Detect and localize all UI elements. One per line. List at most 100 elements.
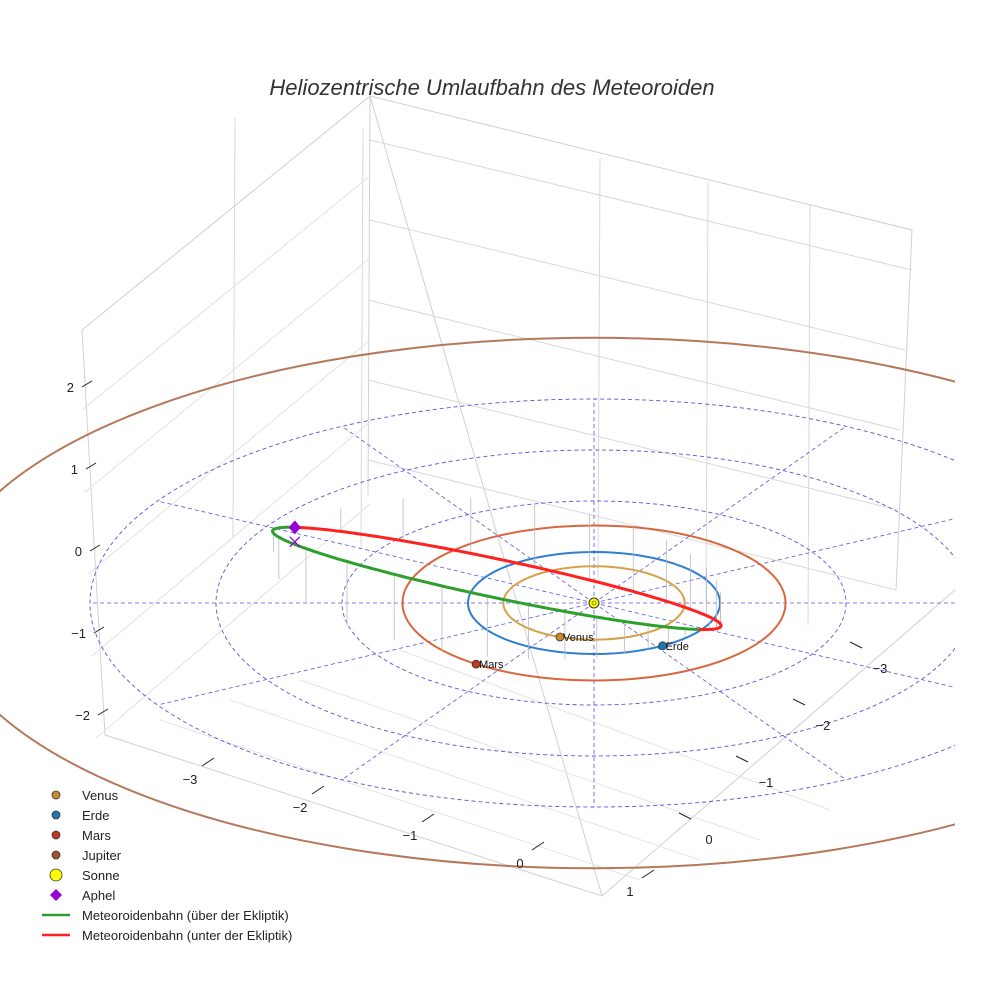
chart-title: Heliozentrische Umlaufbahn des Meteoroid… — [269, 75, 714, 100]
grid-vertical-4 — [807, 204, 811, 626]
legend-item-1: Erde — [51, 808, 109, 823]
z-tick-label-1: 1 — [71, 462, 78, 477]
z-tick-mark-0 — [89, 544, 101, 552]
legend-marker-dot — [51, 810, 61, 820]
aphel-marker — [288, 520, 301, 535]
legend-item-2: Mars — [51, 828, 111, 843]
planet-erde — [658, 641, 667, 651]
legend-item-0: Venus — [51, 788, 119, 803]
y-tick-mark--3 — [849, 641, 863, 649]
grid-side-3 — [91, 421, 371, 657]
grid-back-1 — [369, 219, 906, 351]
grid-floor-3 — [399, 649, 831, 811]
x-tick-mark-1 — [641, 869, 655, 879]
ecliptic-radial-10 — [593, 602, 847, 781]
legend-label: Jupiter — [82, 848, 122, 863]
legend-item-7: Meteoroidenbahn (unter der Ekliptik) — [42, 928, 292, 943]
y-tick-mark--1 — [735, 755, 749, 763]
label-erde: Erde — [666, 641, 689, 653]
grid-vertical-2 — [597, 157, 601, 579]
planet-mars — [471, 659, 481, 669]
ecliptic-radial-4 — [341, 425, 595, 604]
grid-side-0 — [81, 175, 371, 411]
z-tick-mark-2 — [81, 380, 93, 388]
meteoroid-orbit-below-0 — [294, 525, 723, 632]
orbit-mars — [401, 524, 787, 682]
sun — [588, 597, 600, 609]
grid-floor-1 — [229, 699, 701, 861]
label-venus: Venus — [563, 632, 594, 644]
y-tick-label--2: −2 — [816, 718, 831, 733]
y-tick-mark-0 — [678, 812, 692, 820]
grid-back-3 — [367, 379, 899, 511]
x-tick-mark--3 — [201, 757, 215, 767]
orbits-layer — [0, 336, 955, 870]
legend-label: Mars — [82, 828, 111, 843]
grid-back-0 — [369, 139, 913, 271]
z-tick-mark-1 — [85, 462, 97, 470]
grid-vertical-0 — [232, 117, 236, 539]
box-edge-2 — [895, 229, 913, 591]
y-tick-label--3: −3 — [873, 661, 888, 676]
orbit-venus — [502, 565, 686, 641]
ecliptic-radial-11 — [593, 602, 955, 688]
legend-label: Erde — [82, 808, 109, 823]
ecliptic-radial-5 — [157, 500, 595, 604]
box-edge-4 — [367, 95, 371, 496]
z-tick-label-2: 2 — [67, 380, 74, 395]
grid-side-2 — [87, 339, 371, 575]
ecliptic-radial-1 — [593, 518, 955, 604]
grid-vertical-3 — [705, 181, 709, 603]
box-edge-1 — [369, 95, 913, 231]
ecliptic-radial-2 — [593, 425, 847, 604]
legend-label: Aphel — [82, 888, 115, 903]
z-tick-mark--1 — [93, 626, 105, 634]
legend-marker-bigdot — [49, 868, 63, 882]
x-tick-label-0: 0 — [516, 856, 523, 871]
box-edge-0 — [81, 95, 371, 331]
box-edge-5 — [369, 95, 603, 897]
ecliptic-grid — [89, 398, 955, 808]
axis-box-gridlines — [81, 95, 956, 897]
legend-marker-diamond — [50, 889, 62, 901]
legend-item-5: Aphel — [50, 888, 115, 903]
planet-venus — [555, 632, 565, 642]
z-tick-label--1: −1 — [71, 626, 86, 641]
legend-item-3: Jupiter — [51, 848, 122, 863]
label-mars: Mars — [479, 659, 504, 671]
z-tick-mark--2 — [97, 708, 109, 716]
legend-label: Meteoroidenbahn (unter der Ekliptik) — [82, 928, 292, 943]
grid-side-1 — [84, 257, 371, 493]
x-tick-mark-0 — [531, 841, 545, 851]
box-edge-6 — [104, 734, 603, 897]
legend-marker-dot — [51, 850, 61, 860]
sun-core — [591, 600, 597, 606]
ecliptic-radial-8 — [341, 602, 595, 781]
grid-side-4 — [95, 503, 371, 739]
legend-item-4: Sonne — [49, 868, 120, 883]
legend-label: Meteoroidenbahn (über der Ekliptik) — [82, 908, 289, 923]
x-tick-mark--2 — [311, 785, 325, 795]
legend-marker-dot — [51, 790, 61, 800]
z-tick-label-0: 0 — [75, 544, 82, 559]
aphel-projection-x — [289, 536, 301, 548]
legend: VenusErdeMarsJupiterSonneAphelMeteoroide… — [42, 788, 292, 943]
y-tick-mark--2 — [792, 698, 806, 706]
z-tick-label--2: −2 — [75, 708, 90, 723]
ecliptic-radial-7 — [157, 602, 595, 706]
grid-floor-0 — [159, 719, 641, 881]
grid-back-4 — [367, 459, 897, 591]
x-tick-label--1: −1 — [403, 828, 418, 843]
y-tick-label-0: 0 — [705, 832, 712, 847]
legend-marker-dot — [51, 830, 61, 840]
grid-floor-2 — [299, 679, 761, 841]
grid-vertical-1 — [360, 127, 364, 549]
x-tick-mark--1 — [421, 813, 435, 823]
axis-ticks: 210−1−2−3−2−101−3−2−10 — [67, 380, 888, 899]
legend-item-6: Meteoroidenbahn (über der Ekliptik) — [42, 908, 289, 923]
x-tick-label--3: −3 — [183, 772, 198, 787]
x-tick-label--2: −2 — [293, 800, 308, 815]
orbit-jupiter — [0, 336, 955, 870]
